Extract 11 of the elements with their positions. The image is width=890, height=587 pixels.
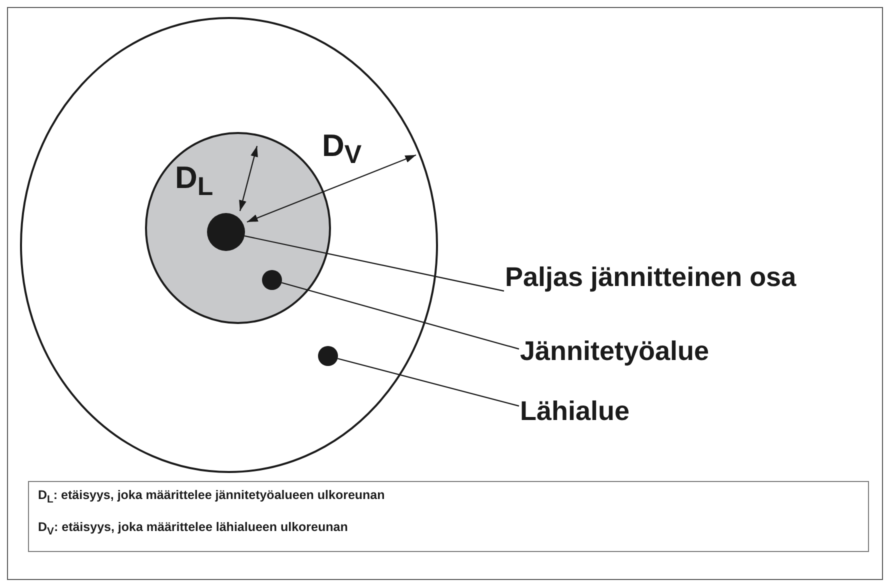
leader-line xyxy=(281,282,520,350)
part-label: Paljas jännitteinen osa xyxy=(505,262,796,293)
legend-text: D$_{L}$: etäisyys, joka määrittelee jännitetyöalueen ulkoreunan xyxy=(38,488,385,506)
part-label: Jännitetyöalue xyxy=(520,336,710,367)
dot xyxy=(318,346,338,366)
leader-line xyxy=(244,235,504,292)
legend-text: D$_{V}$: etäisyys, joka määrittelee lähialueen ulkoreunan xyxy=(38,520,348,538)
part-label: Lähialue xyxy=(520,396,630,427)
leader-line xyxy=(338,358,520,407)
dimension-label: D$_{L}$ xyxy=(175,160,214,202)
dimension-label: D$_{V}$ xyxy=(322,128,362,170)
